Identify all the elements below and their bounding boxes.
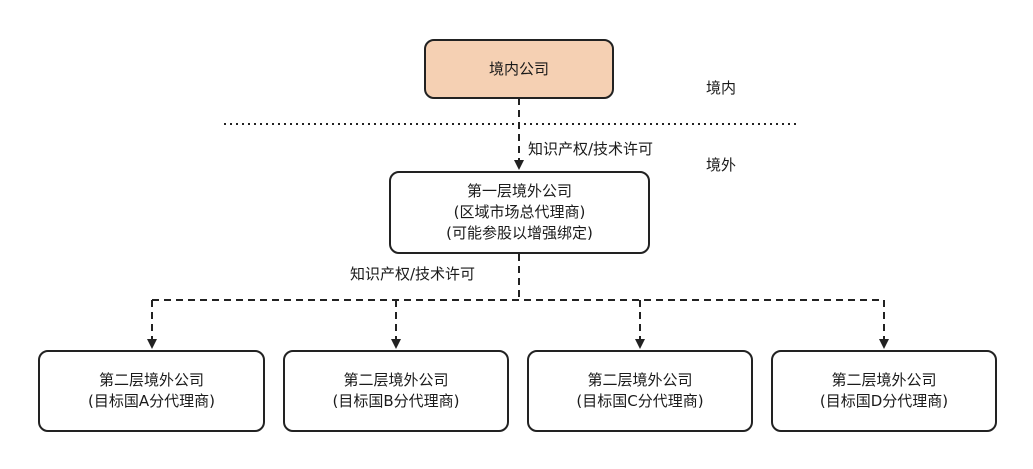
second-tier-company-c-box[interactable]: 第二层境外公司 (目标国C分代理商)	[527, 350, 753, 432]
second-tier-b-subtitle: (目标国B分代理商)	[332, 392, 460, 410]
second-tier-a-subtitle: (目标国A分代理商)	[88, 392, 215, 410]
second-tier-d-title: 第二层境外公司	[831, 371, 937, 389]
edge-label-top-license: 知识产权/技术许可	[528, 140, 654, 158]
second-tier-a-title: 第二层境外公司	[98, 371, 204, 389]
second-tier-company-d-box[interactable]: 第二层境外公司 (目标国D分代理商)	[771, 350, 997, 432]
second-tier-company-b-box[interactable]: 第二层境外公司 (目标国B分代理商)	[283, 350, 509, 432]
domestic-company-box[interactable]: 境内公司	[424, 39, 614, 99]
edge-label-second-license: 知识产权/技术许可	[350, 265, 476, 283]
first-tier-role: (区域市场总代理商)	[453, 203, 586, 221]
zone-label-domestic: 境内	[706, 79, 737, 97]
zone-label-overseas: 境外	[706, 156, 737, 174]
domestic-company-label: 境内公司	[488, 59, 549, 78]
second-tier-d-subtitle: (目标国D分代理商)	[819, 392, 949, 410]
second-tier-c-title: 第二层境外公司	[587, 371, 693, 389]
first-tier-company-box[interactable]: 第一层境外公司 (区域市场总代理商) (可能参股以增强绑定)	[389, 171, 650, 254]
second-tier-c-subtitle: (目标国C分代理商)	[576, 392, 704, 410]
first-tier-title: 第一层境外公司	[466, 182, 572, 200]
second-tier-b-title: 第二层境外公司	[343, 371, 449, 389]
first-tier-note: (可能参股以增强绑定)	[446, 224, 593, 242]
second-tier-company-a-box[interactable]: 第二层境外公司 (目标国A分代理商)	[38, 350, 265, 432]
